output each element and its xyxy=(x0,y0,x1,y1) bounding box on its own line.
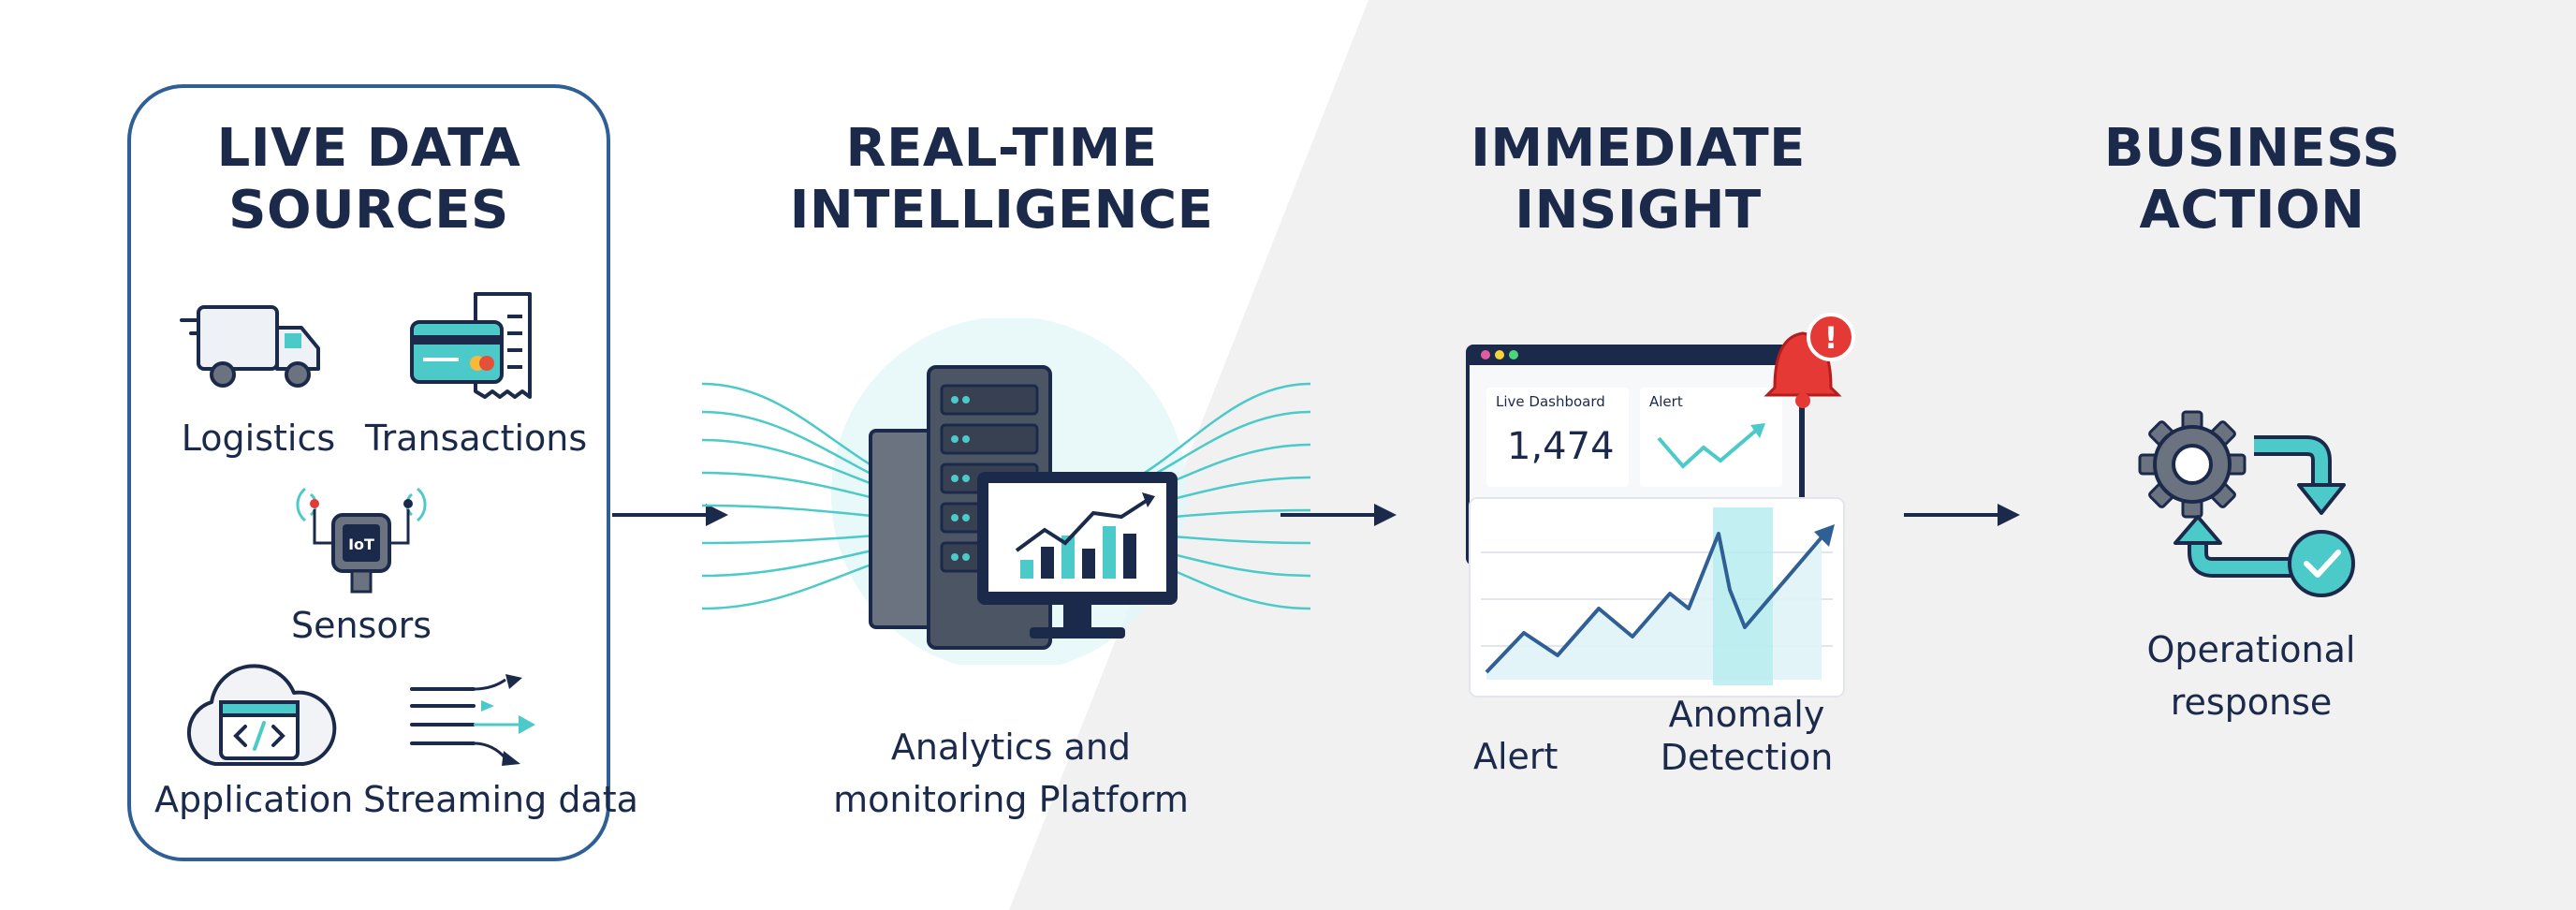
monitor-bar-chart xyxy=(1015,492,1155,579)
credit-card-receipt-icon xyxy=(410,292,532,399)
checkmark-icon xyxy=(2288,530,2355,597)
stage-1-title-line-2: SOURCES xyxy=(228,180,509,241)
stage-3-title-line-1: IMMEDIATE xyxy=(1471,118,1806,179)
window-dots xyxy=(1481,350,1518,360)
source-label-application: Application xyxy=(154,779,354,820)
stage-4-title-line-2: ACTION xyxy=(2139,180,2365,241)
alert-badge-mark: ! xyxy=(1824,320,1838,356)
iot-sensor-icon: IoT xyxy=(296,487,427,594)
action-caption-line-1: Operational xyxy=(2146,629,2356,670)
anomaly-caption-line-1: Anomaly xyxy=(1668,694,1825,735)
live-dashboard-card: Live Dashboard 1,474 xyxy=(1486,388,1629,487)
stage-4-title-line-1: BUSINESS xyxy=(2103,118,2401,179)
stage-1-title: LIVE DATA SOURCES xyxy=(127,118,610,242)
iot-chip-text: IoT xyxy=(348,536,374,553)
stage-3-title: IMMEDIATE INSIGHT xyxy=(1398,118,1878,242)
anomaly-caption-line-2: Detection xyxy=(1660,737,1834,778)
action-caption-line-2: response xyxy=(2170,682,2333,723)
flow-arrow-3 xyxy=(1904,504,2020,526)
live-dashboard-card-label: Live Dashboard xyxy=(1496,393,1605,410)
insight-caption-anomaly: Anomaly Detection xyxy=(1653,693,1840,779)
alert-trend-icon xyxy=(1657,423,1765,469)
source-label-streaming-data: Streaming data xyxy=(363,779,638,820)
sources-panel xyxy=(127,84,610,861)
insight-caption-alert: Alert xyxy=(1473,736,1559,777)
flow-arrow-1 xyxy=(612,504,728,526)
streaming-arrows-icon xyxy=(410,674,535,766)
stage-3-title-line-2: INSIGHT xyxy=(1515,180,1762,241)
stage-2-title-line-2: INTELLIGENCE xyxy=(789,180,1214,241)
operational-cycle-icon xyxy=(2138,410,2355,597)
platform-caption-line-1: Analytics and xyxy=(890,727,1132,768)
source-label-transactions: Transactions xyxy=(365,418,588,459)
live-dashboard-value: 1,474 xyxy=(1507,425,1615,468)
action-caption: Operational response xyxy=(2097,624,2406,728)
gear-icon xyxy=(2138,410,2247,519)
source-label-sensors: Sensors xyxy=(290,605,432,646)
stage-2-title: REAL-TIME INTELLIGENCE xyxy=(749,118,1254,242)
source-label-logistics: Logistics xyxy=(181,418,336,459)
alert-bell-icon: ! xyxy=(1764,313,1855,522)
stage-4-title: BUSINESS ACTION xyxy=(2027,118,2477,242)
stage-1-title-line-1: LIVE DATA xyxy=(216,118,521,179)
flow-arrow-2 xyxy=(1281,504,1397,526)
anomaly-chart-card xyxy=(1469,497,1845,697)
truck-icon xyxy=(180,305,320,388)
alert-card: Alert xyxy=(1640,388,1782,487)
anomaly-highlight-band xyxy=(1713,507,1773,685)
alert-card-label: Alert xyxy=(1649,393,1683,410)
stage-2-title-line-1: REAL-TIME xyxy=(845,118,1158,179)
analytics-platform-illustration xyxy=(701,318,1311,665)
platform-caption-line-2: monitoring Platform xyxy=(833,779,1189,820)
cloud-code-icon xyxy=(186,664,337,766)
platform-caption: Analytics and monitoring Platform xyxy=(768,721,1254,826)
